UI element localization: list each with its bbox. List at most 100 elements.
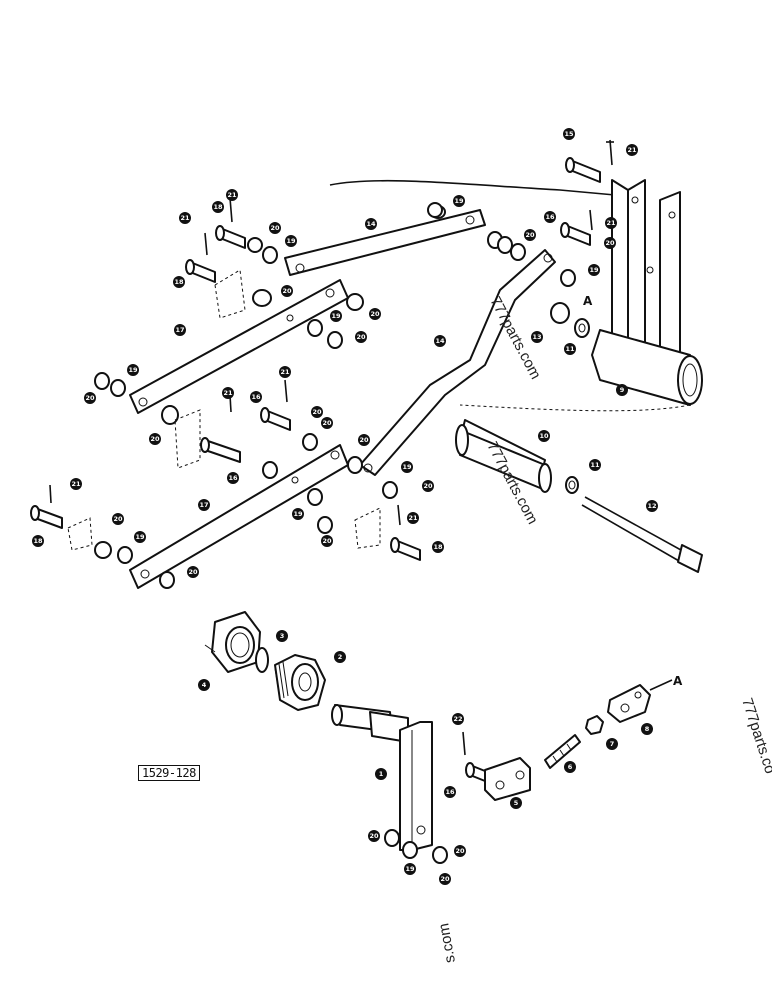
callout-14: 14 [434, 335, 446, 347]
callout-4: 4 [198, 679, 210, 691]
svg-text:19: 19 [135, 533, 145, 541]
svg-text:20: 20 [322, 419, 332, 427]
svg-text:21: 21 [408, 514, 418, 522]
svg-text:19: 19 [405, 865, 415, 873]
svg-text:19: 19 [293, 510, 303, 518]
callout-21: 21 [626, 144, 638, 156]
svg-text:16: 16 [545, 213, 555, 221]
svg-text:20: 20 [440, 875, 450, 883]
callout-11: 11 [589, 459, 601, 471]
threaded-fitting-2 [274, 654, 326, 711]
svg-text:20: 20 [113, 515, 123, 523]
svg-text:20: 20 [312, 408, 322, 416]
callout-10: 10 [538, 430, 550, 442]
dashed-clevis-outlines [67, 269, 381, 551]
callout-20: 20 [311, 406, 323, 418]
callout-17: 17 [198, 499, 210, 511]
spacer-tube-10 [455, 419, 552, 493]
svg-text:3: 3 [280, 632, 285, 640]
svg-text:17: 17 [199, 501, 208, 509]
callout-2: 2 [334, 651, 346, 663]
callout-19: 19 [127, 364, 139, 376]
callout-20: 20 [321, 535, 333, 547]
callout-19: 19 [292, 508, 304, 520]
svg-text:20: 20 [150, 435, 160, 443]
svg-text:20: 20 [85, 394, 95, 402]
svg-text:20: 20 [356, 333, 366, 341]
svg-text:21: 21 [280, 368, 290, 376]
callout-11: 11 [564, 343, 576, 355]
callout-20: 20 [269, 222, 281, 234]
callout-20: 20 [368, 830, 380, 842]
bolt-12 [565, 476, 703, 573]
callout-22: 22 [452, 713, 464, 725]
callout-20: 20 [358, 434, 370, 446]
svg-text:9: 9 [620, 386, 625, 394]
svg-text:16: 16 [445, 788, 455, 796]
svg-text:1: 1 [379, 770, 384, 778]
svg-text:20: 20 [455, 847, 465, 855]
pin-15 [565, 139, 614, 183]
watermark-edge-text: 777parts.co [738, 696, 772, 776]
svg-text:6: 6 [568, 763, 573, 771]
svg-text:19: 19 [286, 237, 296, 245]
callout-19: 19 [404, 863, 416, 875]
callout-20: 20 [355, 331, 367, 343]
mounting-bracket [329, 179, 703, 412]
callout-20: 20 [524, 229, 536, 241]
callout-7: 7 [606, 738, 618, 750]
svg-text:19: 19 [402, 463, 412, 471]
callout-12: 12 [646, 500, 658, 512]
curved-link-14 [359, 249, 556, 476]
callout-1: 1 [375, 768, 387, 780]
callout-19: 19 [401, 461, 413, 473]
callout-19: 19 [134, 531, 146, 543]
svg-text:2: 2 [338, 653, 343, 661]
svg-text:21: 21 [180, 214, 190, 222]
svg-text:14: 14 [435, 337, 445, 345]
section-marker-a-bottom: A [673, 674, 683, 688]
callout-20: 20 [281, 285, 293, 297]
callout-20: 20 [422, 480, 434, 492]
callout-19: 19 [285, 235, 297, 247]
svg-text:14: 14 [366, 220, 376, 228]
callout-20: 20 [454, 845, 466, 857]
callout-20: 20 [604, 237, 616, 249]
section-marker-a-top: A [583, 294, 593, 308]
nut-7 [585, 715, 604, 735]
callout-3: 3 [276, 630, 288, 642]
callout-19: 19 [453, 195, 465, 207]
callout-21: 21 [279, 366, 291, 378]
callout-16: 16 [250, 391, 262, 403]
lever-1 [331, 704, 448, 864]
svg-text:19: 19 [331, 312, 341, 320]
svg-text:20: 20 [322, 537, 332, 545]
svg-text:21: 21 [627, 146, 637, 154]
callout-6: 6 [564, 761, 576, 773]
callout-18: 18 [173, 276, 185, 288]
callout-16: 16 [227, 472, 239, 484]
svg-text:20: 20 [359, 436, 369, 444]
callout-21: 21 [407, 512, 419, 524]
callout-18: 18 [32, 535, 44, 547]
svg-text:11: 11 [590, 461, 600, 469]
clevis-8 [607, 679, 673, 723]
svg-text:10: 10 [539, 432, 549, 440]
drawing-reference-number: 1529-128 [138, 765, 200, 781]
svg-text:13: 13 [532, 333, 541, 341]
svg-text:20: 20 [188, 568, 198, 576]
svg-text:16: 16 [251, 393, 261, 401]
callout-16: 16 [544, 211, 556, 223]
callout-21: 21 [226, 189, 238, 201]
svg-text:20: 20 [369, 832, 379, 840]
callout-21: 21 [222, 387, 234, 399]
callout-20: 20 [149, 433, 161, 445]
svg-text:20: 20 [282, 287, 292, 295]
callout-balloons: 15 21 19 21 18 21 20 19 14 20 16 21 20 1… [32, 128, 658, 885]
svg-text:7: 7 [610, 740, 615, 748]
callout-19: 19 [588, 264, 600, 276]
svg-text:20: 20 [525, 231, 535, 239]
callout-17: 17 [174, 324, 186, 336]
svg-text:18: 18 [174, 278, 184, 286]
